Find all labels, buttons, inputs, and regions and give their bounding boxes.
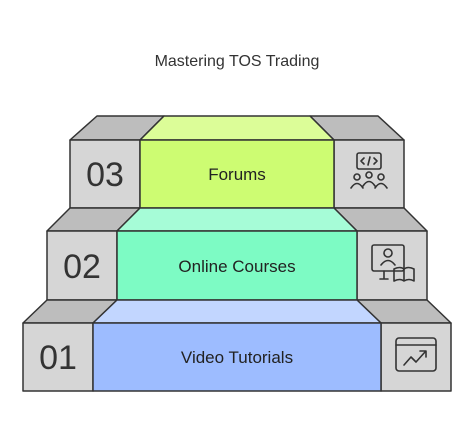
step-03-center-top: [139, 115, 335, 141]
step-02-center-top: [116, 207, 358, 232]
step-01-label: Video Tutorials: [181, 348, 293, 367]
step-01-number: 01: [39, 339, 77, 377]
step-01-center-top: [92, 299, 382, 324]
step-02-number: 02: [63, 248, 101, 286]
step-02: 02 Online Courses: [46, 207, 428, 301]
step-01-center-front: [92, 322, 382, 392]
online-learning-icon: [371, 244, 415, 282]
step-01: 01 Video Tutorials: [22, 299, 452, 392]
step-02-left-front: [46, 230, 118, 301]
step-01-right-front: [380, 322, 452, 392]
step-03-left-front: [69, 139, 141, 209]
trend-chart-icon: [395, 337, 437, 372]
diagram-title: Mastering TOS Trading: [155, 53, 320, 70]
step-03: 03 Forums: [69, 115, 405, 209]
step-02-center-front: [116, 230, 358, 301]
community-code-icon: [350, 152, 388, 189]
step-03-number: 03: [86, 156, 124, 194]
step-03-right-front: [333, 139, 405, 209]
step-03-label: Forums: [208, 165, 266, 184]
step-01-left-front: [22, 322, 94, 392]
step-02-right-front: [356, 230, 428, 301]
step-02-label: Online Courses: [178, 257, 295, 276]
